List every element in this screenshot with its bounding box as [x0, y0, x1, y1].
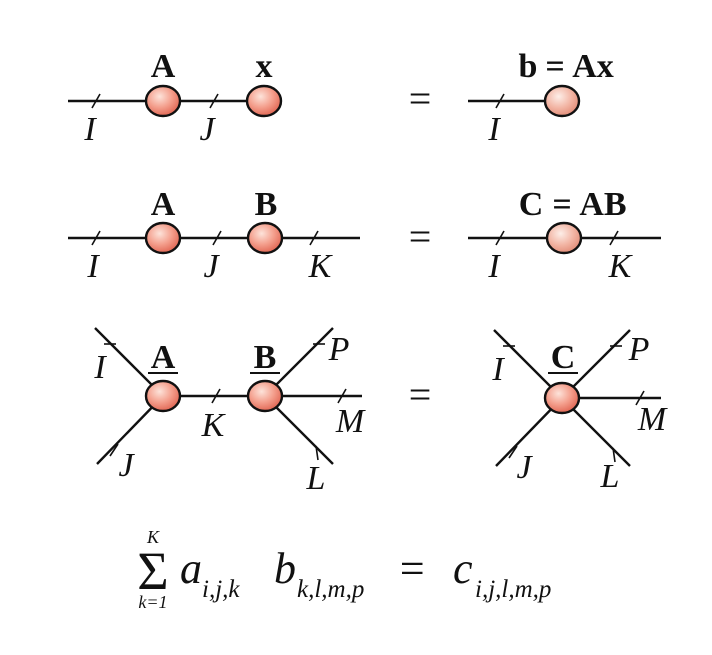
row1-node-a — [144, 84, 182, 118]
row3-label-a: A — [151, 339, 176, 376]
row1-label-x: x — [256, 48, 273, 85]
row3-node-b — [246, 379, 284, 413]
row1-index-i: I — [83, 111, 97, 148]
row3-right-label-c: C — [551, 339, 576, 376]
row2-right-network: C = AB I K — [468, 186, 661, 285]
row2-right-index-i: I — [487, 248, 501, 285]
row2-right-tick-i — [495, 230, 505, 246]
formula-b: b — [274, 544, 296, 593]
row3-node-c — [543, 381, 581, 415]
contraction-formula: K Σ k=1 a i,j,k b k,l,m,p = c i,j,l,m,p — [137, 527, 551, 612]
row1-right-title-rhs: Ax — [572, 48, 614, 85]
row2-label-b: B — [255, 186, 278, 223]
formula-equals: = — [397, 544, 427, 593]
row3-right-tick-l — [612, 447, 616, 463]
row2-index-j: J — [203, 248, 220, 285]
formula-a-sub: i,j,k — [202, 576, 240, 603]
row3-tick-m — [337, 388, 347, 404]
row1-right-title-lhs: b — [519, 48, 538, 85]
row2-node-b — [246, 221, 284, 255]
row1-equals: = — [409, 76, 432, 121]
row1-right-title-eq: = — [545, 48, 564, 85]
row2-tick-i — [91, 230, 101, 246]
sum-lower-limit: k=1 — [138, 592, 167, 612]
row3-right-index-m: M — [637, 401, 668, 438]
sum-upper-limit: K — [146, 527, 160, 547]
row3-right-index-j: J — [516, 449, 533, 486]
row2-right-index-k: K — [608, 248, 634, 285]
row2-right-title-lhs: C — [519, 186, 544, 223]
formula-b-sub: k,l,m,p — [297, 576, 364, 603]
row2-tick-k — [309, 230, 319, 246]
formula-a: a — [180, 544, 202, 593]
row2-right-title-rhs: AB — [579, 186, 626, 223]
row2-node-a — [144, 221, 182, 255]
row1-right-tick-i — [495, 93, 505, 109]
row2-index-k: K — [308, 248, 334, 285]
row3-right-tick-j — [508, 445, 518, 459]
row1-right-index-i: I — [487, 111, 501, 148]
row3-left-network: A B I J K P M L — [93, 327, 366, 497]
row2-node-c — [545, 221, 583, 255]
row3-tick-k — [211, 388, 221, 404]
row1-tick-i — [91, 93, 101, 109]
row3-tick-l — [315, 445, 319, 461]
row2-label-a: A — [151, 186, 176, 223]
row1-right-network: b = Ax I — [468, 48, 614, 148]
row1-node-x — [245, 84, 283, 118]
row3-index-i: I — [93, 349, 107, 386]
row3-right-network: C I J P M L — [491, 329, 668, 495]
sigma-symbol: Σ — [137, 541, 168, 601]
row3-node-a — [144, 379, 182, 413]
row3-right-tick-m — [635, 390, 645, 406]
row3-right-index-p: P — [628, 331, 650, 368]
row2-tick-j — [212, 230, 222, 246]
row3-label-b: B — [254, 339, 277, 376]
row3-index-j: J — [118, 447, 135, 484]
row3-index-k: K — [201, 407, 227, 444]
row2-right-title-eq: = — [552, 186, 571, 223]
row3-index-m: M — [335, 403, 366, 440]
row1-tick-j — [209, 93, 219, 109]
row3-equals: = — [409, 372, 432, 417]
row3-right-index-l: L — [600, 458, 620, 495]
row3-index-l: L — [306, 460, 326, 497]
row3-right-index-i: I — [491, 351, 505, 388]
row1-index-j: J — [199, 111, 216, 148]
row1-left-network: A x I J — [68, 48, 283, 148]
row2-left-network: A B I J K — [68, 186, 360, 285]
row3-index-p: P — [328, 331, 350, 368]
row2-index-i: I — [86, 248, 100, 285]
row2-equals: = — [409, 214, 432, 259]
row2-right-tick-k — [609, 230, 619, 246]
row1-label-a: A — [151, 48, 176, 85]
row1-node-b — [543, 84, 581, 118]
formula-c-sub: i,j,l,m,p — [475, 576, 551, 603]
row3-tick-j — [109, 443, 119, 457]
formula-c: c — [453, 544, 473, 593]
